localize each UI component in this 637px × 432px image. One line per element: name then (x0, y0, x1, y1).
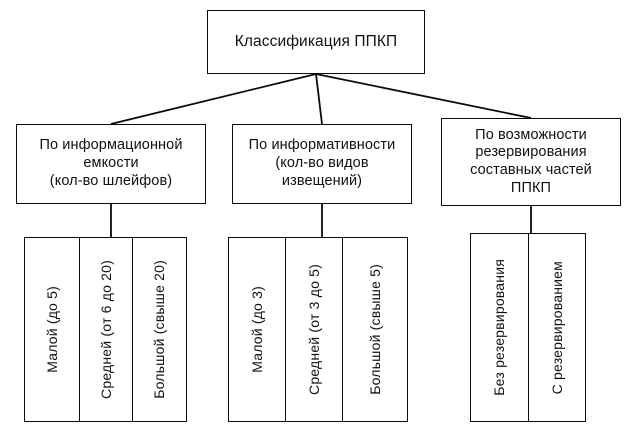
leaf-node-label: Малой (до 3) (249, 286, 266, 373)
leaf-node[interactable]: Малой (до 5) (25, 238, 80, 421)
category-node-informativeness[interactable]: По информативности (кол-во видов извещен… (232, 124, 412, 204)
leaf-group-redundancy: Без резервирования С резервированием (470, 233, 586, 422)
leaf-node[interactable]: Большой (свыше 20) (131, 238, 186, 421)
leaf-node[interactable]: Средней (от 3 до 5) (285, 238, 342, 421)
category-node-redundancy[interactable]: По возможности резервирования составных … (441, 118, 621, 206)
category-node-label: По возможности резервирования составных … (470, 126, 592, 196)
leaf-node-label: Без резервирования (491, 259, 508, 396)
category-node-label: По информативности (кол-во видов извещен… (248, 137, 396, 189)
leaf-node-label: Малой (до 5) (44, 286, 61, 373)
leaf-node-label: Большой (свыше 20) (151, 260, 168, 399)
leaf-node-label: Большой (свыше 5) (366, 264, 383, 395)
leaf-node[interactable]: Средней (от 6 до 20) (79, 238, 132, 421)
leaf-group-information-capacity: Малой (до 5) Средней (от 6 до 20) Большо… (24, 237, 187, 422)
root-node[interactable]: Классификация ППКП (207, 10, 425, 74)
category-node-label: По информационной емкости (кол-во шлейфо… (39, 137, 183, 189)
connector-root-to-category-2 (315, 73, 532, 119)
category-node-information-capacity[interactable]: По информационной емкости (кол-во шлейфо… (16, 124, 206, 204)
leaf-node-label: Средней (от 6 до 20) (97, 260, 114, 399)
leaf-node[interactable]: С резервированием (527, 234, 585, 421)
leaf-node-label: Средней (от 3 до 5) (306, 264, 323, 395)
connector-root-to-category-1 (315, 73, 323, 125)
leaf-node[interactable]: Малой (до 3) (229, 238, 286, 421)
leaf-node[interactable]: Без резервирования (471, 234, 528, 421)
leaf-node[interactable]: Большой (свыше 5) (341, 238, 407, 421)
connector-root-to-category-0 (110, 73, 317, 125)
leaf-node-label: С резервированием (548, 260, 565, 395)
root-node-label: Классификация ППКП (234, 32, 398, 50)
leaf-group-informativeness: Малой (до 3) Средней (от 3 до 5) Большой… (228, 237, 408, 422)
